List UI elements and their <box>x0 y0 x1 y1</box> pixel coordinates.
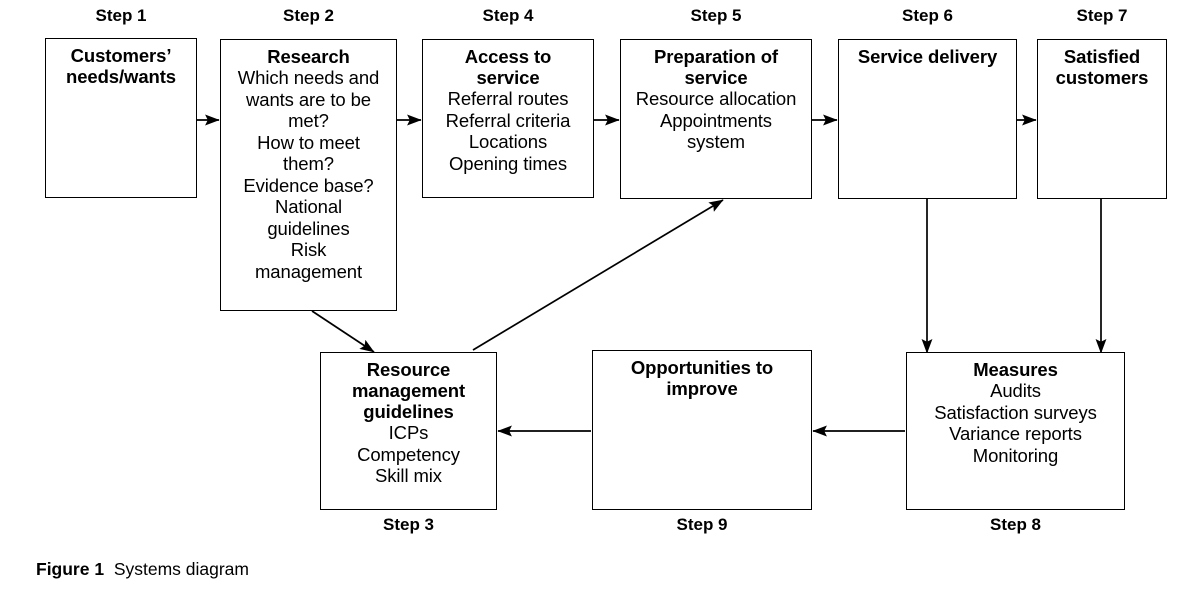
node-step8-details: Audits Satisfaction surveys Variance rep… <box>934 380 1097 466</box>
node-step1[interactable]: Customers’ needs/wants <box>45 38 197 198</box>
node-step9[interactable]: Opportunities to improve <box>592 350 812 510</box>
node-step6-title: Service delivery <box>857 46 998 67</box>
step-label-step2: Step 2 <box>282 6 335 25</box>
figure-caption-text: Systems diagram <box>113 559 249 579</box>
node-step4[interactable]: Access to service Referral routes Referr… <box>422 39 594 198</box>
node-step5-title: Preparation of service <box>653 46 778 88</box>
figure-caption-label: Figure 1 <box>36 559 105 579</box>
node-step3-details: ICPs Competency Skill mix <box>357 422 460 486</box>
node-step2-title: Research <box>267 46 350 67</box>
step-label-step1: Step 1 <box>95 6 147 25</box>
node-step8-title: Measures <box>973 359 1058 380</box>
node-step7-title: Satisfied customers <box>1055 46 1149 88</box>
step-label-step5: Step 5 <box>690 6 742 25</box>
node-step1-title: Customers’ needs/wants <box>66 45 176 87</box>
node-step5-details: Resource allocation Appointments system <box>635 88 797 152</box>
node-step8[interactable]: Measures Audits Satisfaction surveys Var… <box>906 352 1125 510</box>
step-label-step6: Step 6 <box>901 6 954 25</box>
step-label-step4: Step 4 <box>482 6 534 25</box>
node-step9-title: Opportunities to improve <box>630 357 774 399</box>
step-label-step3: Step 3 <box>382 515 435 534</box>
node-step2[interactable]: Research Which needs and wants are to be… <box>220 39 397 311</box>
step-label-step7: Step 7 <box>1076 6 1128 25</box>
arrow-step3-to-step5 <box>472 199 724 351</box>
step-label-step8: Step 8 <box>989 515 1042 534</box>
step-label-step9: Step 9 <box>676 515 728 534</box>
node-step4-details: Referral routes Referral criteria Locati… <box>445 88 571 174</box>
node-step2-details: Which needs and wants are to be met? How… <box>237 67 380 282</box>
node-step6[interactable]: Service delivery <box>838 39 1017 199</box>
figure-caption: Figure 1 Systems diagram <box>36 558 249 580</box>
arrow-step2-to-step3 <box>311 310 375 353</box>
node-step3-title: Resource management guidelines <box>351 359 466 422</box>
node-step4-title: Access to service <box>464 46 552 88</box>
node-step7[interactable]: Satisfied customers <box>1037 39 1167 199</box>
node-step3[interactable]: Resource management guidelines ICPs Comp… <box>320 352 497 510</box>
node-step5[interactable]: Preparation of service Resource allocati… <box>620 39 812 199</box>
